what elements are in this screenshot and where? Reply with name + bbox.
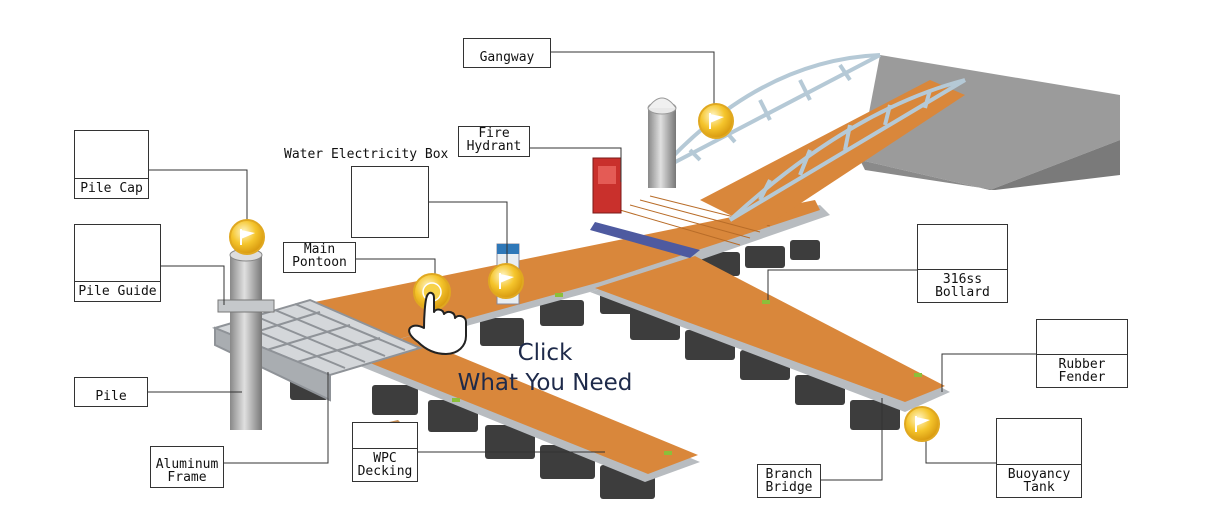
flag-marker-icon[interactable] (698, 103, 734, 139)
gangway-bridge (658, 53, 967, 230)
branch-arm-right (590, 256, 950, 412)
main-pile (217, 248, 275, 430)
buoyancy-tank-label: Buoyancy Tank (996, 418, 1082, 498)
bollard-line1: 316ss (942, 272, 983, 287)
gangway-label: Gangway (463, 38, 551, 68)
pile-text: Pile (95, 389, 127, 404)
water-electricity-box-label (351, 166, 429, 238)
fire-hydrant-cabinet (592, 157, 622, 214)
aluminum-frame-line2: Frame (167, 470, 207, 485)
flag-marker-icon[interactable] (488, 263, 524, 299)
branch-bridge-label: Branch Bridge (757, 464, 821, 498)
wpc-decking-line1: WPC (373, 451, 397, 466)
water-electricity-box-title: Water Electricity Box (284, 147, 449, 162)
pointing-hand-icon (408, 291, 467, 355)
click-prompt-line1: Click (517, 340, 573, 366)
fire-hydrant-line1: Fire (478, 126, 510, 141)
branch-arm-left (345, 336, 700, 482)
wpc-decking-label: WPC Decking (352, 422, 418, 482)
gangway-text: Gangway (479, 50, 535, 65)
main-pontoon-line1: Main (303, 242, 336, 257)
bollard-line2: Bollard (935, 285, 990, 300)
rubber-fender-line2: Fender (1058, 370, 1106, 385)
mooring-post (647, 97, 677, 188)
pile-guide-text: Pile Guide (78, 284, 157, 299)
click-prompt: Click What You Need (420, 338, 670, 398)
branch-bridge-line2: Bridge (765, 480, 813, 495)
bollard-label: 316ss Bollard (917, 224, 1008, 303)
pile-cap-text: Pile Cap (80, 181, 143, 196)
flag-marker-icon[interactable] (904, 406, 940, 442)
deck-planks (590, 195, 771, 258)
flag-marker-icon[interactable] (229, 219, 265, 255)
rubber-fender-line1: Rubber (1058, 357, 1106, 372)
rubber-fender-label: Rubber Fender (1036, 319, 1128, 388)
buoyancy-tank-line2: Tank (1023, 480, 1055, 495)
main-pontoon-label: Main Pontoon (283, 242, 356, 273)
pile-cap-label: Pile Cap (74, 130, 149, 199)
fire-hydrant-line2: Hydrant (466, 139, 522, 154)
pile-label: Pile (74, 377, 148, 407)
bollard-marks (452, 293, 922, 455)
pile-guide-label: Pile Guide (74, 224, 161, 302)
flag-marker-icon[interactable] (413, 273, 451, 311)
leader-lines (148, 51, 1036, 481)
branch-bridge-line1: Branch (765, 467, 813, 482)
buoyancy-tank-line1: Buoyancy (1007, 467, 1071, 482)
wpc-decking-line2: Decking (357, 464, 413, 479)
main-pontoon-line2: Pontoon (292, 255, 347, 270)
aluminum-frame-label: Aluminum Frame (150, 446, 224, 488)
fire-hydrant-label: Fire Hydrant (458, 126, 530, 157)
click-prompt-line2: What You Need (457, 370, 633, 396)
aluminum-frame-line1: Aluminum (155, 457, 219, 472)
